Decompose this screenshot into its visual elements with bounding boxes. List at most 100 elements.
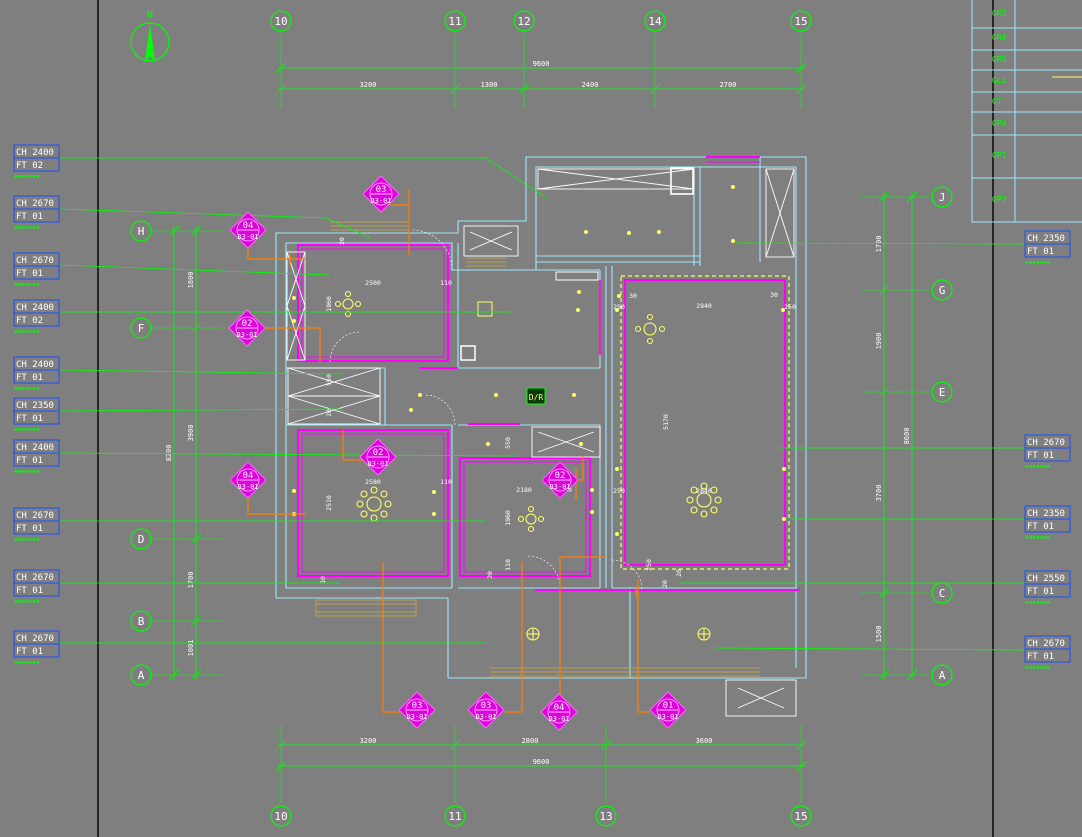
chandelier-icon (356, 486, 392, 522)
exhaust-fan-icon (477, 301, 493, 317)
label-underline: ▪▪▪▪▪▪▪ (1025, 664, 1050, 671)
room-dim: 2840 (696, 302, 712, 310)
axis-right-label: C (939, 587, 946, 600)
ceiling-finish: FT 02 (16, 161, 43, 171)
room-dim: 2840 (696, 487, 712, 495)
room-dim: 110 (440, 478, 452, 486)
right-dim-segment: 1700 (875, 236, 883, 253)
axis-bubbles (130, 10, 953, 827)
ceiling-finish: FT 02 (16, 316, 43, 326)
room-dim: 10 (319, 576, 327, 584)
dr-box (526, 387, 546, 405)
label-underline: ▪▪▪▪▪▪▪ (14, 598, 39, 605)
axis-right-label: G (939, 284, 946, 297)
top-dim-segment: 2700 (720, 81, 737, 89)
fixture-tags: 03D3-0104D3-0102D3-0102D3-0104D3-0102D3-… (228, 175, 687, 731)
axis-top-label: 12 (517, 15, 530, 28)
left-dim-segment: 1800 (187, 272, 195, 289)
ceiling-finish: FT 01 (1027, 652, 1054, 662)
label-underline: ▪▪▪▪▪▪▪ (14, 281, 39, 288)
dr-label: D/R (529, 393, 544, 402)
tag-number: 04 (243, 221, 254, 231)
tag-number: 02 (373, 448, 384, 458)
tag-code: D3-01 (548, 715, 569, 723)
axis-bottom-label: 10 (274, 810, 287, 823)
room-dim: 250 (645, 559, 653, 571)
cove-light-strip (620, 275, 790, 570)
ceiling-height: CH 2400 (16, 303, 54, 313)
tag-code: D3-01 (237, 483, 258, 491)
tag-code: D3-01 (657, 713, 678, 721)
label-underline: ▪▪▪▪▪▪▪ (1025, 259, 1050, 266)
label-underline: ▪▪▪▪▪▪▪ (14, 224, 39, 231)
ceiling-height: CH 2670 (1027, 438, 1065, 448)
ceiling-finish: FT 01 (16, 269, 43, 279)
tag-number: 02 (555, 471, 566, 481)
cabinets (286, 167, 797, 717)
ceiling-height: CH 2670 (16, 634, 54, 644)
axis-right-label: J (939, 191, 946, 204)
left-dim-segment: 1001 (187, 640, 195, 657)
legend-row: GR3 (992, 9, 1007, 18)
legend-row: GT (992, 97, 1002, 106)
room-dim: 2500 (365, 279, 381, 287)
axis-left-label: A (138, 669, 145, 682)
tag-code: D3-01 (370, 197, 391, 205)
tag-number: 04 (554, 703, 565, 713)
right-dim-segment: 1500 (875, 626, 883, 643)
grid-lines (152, 34, 929, 803)
ceiling-light-icon (697, 627, 711, 641)
tag-number: 02 (242, 319, 253, 329)
room-dim: 250 (784, 303, 796, 311)
bottom-dimension-lines (275, 739, 807, 772)
ceiling-finish: FT 01 (16, 524, 43, 534)
ceiling-height: CH 2670 (16, 511, 54, 521)
right-dim-segment: 1900 (875, 333, 883, 350)
axis-top-label: 14 (648, 15, 662, 28)
ceiling-height: CH 2400 (16, 443, 54, 453)
tag-code: D3-01 (549, 483, 570, 491)
ceiling-finish: FT 01 (16, 586, 43, 596)
room-dim: 2580 (365, 478, 381, 486)
top-dim-total: 9600 (533, 60, 550, 68)
label-underline: ▪▪▪▪▪▪▪ (1025, 599, 1050, 606)
ceiling-finish: FT 01 (1027, 451, 1054, 461)
axis-left-label: F (138, 322, 145, 335)
ceiling-height: CH 2350 (1027, 509, 1065, 519)
right-dim-segment: 3700 (875, 485, 883, 502)
ceiling-finish: FT 01 (1027, 247, 1054, 257)
bottom-dim-total: 9600 (533, 758, 550, 766)
room-dim: 250 (613, 303, 625, 311)
ceiling-finish: FT 01 (16, 373, 43, 383)
top-dimension-lines (275, 62, 807, 95)
ceiling-finish: FT 01 (1027, 522, 1054, 532)
left-dim-segment: 1700 (187, 572, 195, 589)
room-dim: 20 (675, 569, 683, 577)
label-underline: ▪▪▪▪▪▪▪ (14, 426, 39, 433)
ceiling-finish: FT 01 (16, 456, 43, 466)
axis-right-label: E (939, 386, 946, 399)
ceiling-height: CH 2400 (16, 360, 54, 370)
legend-row: GR5 (992, 55, 1007, 64)
axis-right-label: A (939, 669, 946, 682)
left-dimension-lines (168, 225, 202, 681)
axis-top-label: 15 (794, 15, 807, 28)
axis-bottom-label: 13 (599, 810, 612, 823)
room-dim: 5170 (662, 414, 670, 430)
